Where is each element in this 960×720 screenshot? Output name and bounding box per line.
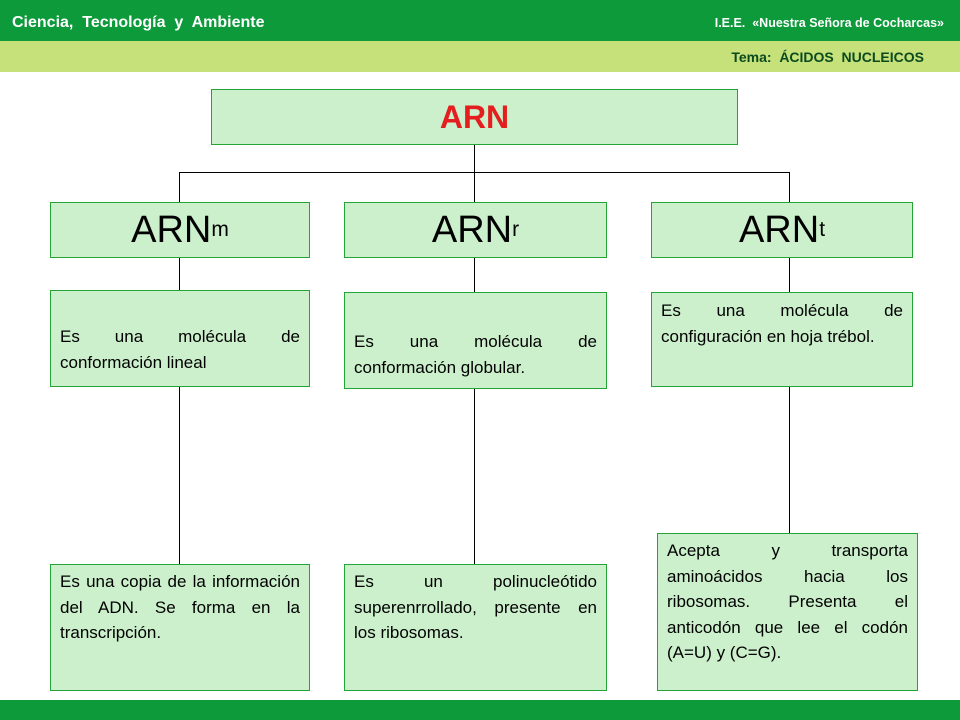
connector-arnt-structure — [789, 258, 790, 292]
arn-m-function: Es una copia de la información del ADN. … — [50, 564, 310, 691]
connector-to-arnr — [474, 172, 475, 202]
node-arn-r-subscript: r — [512, 218, 520, 241]
connector-arnt-function — [789, 387, 790, 533]
node-arn-m-label: ARN — [131, 208, 212, 251]
header-bar-right — [368, 0, 960, 41]
connector-arnr-structure — [474, 258, 475, 292]
arn-t-structure: Es una molécula de configuración en hoja… — [651, 292, 913, 387]
node-arn-t-label: ARN — [738, 208, 820, 251]
connector-horizontal — [179, 172, 790, 173]
connector-to-arnm — [179, 172, 180, 202]
root-node-arn: ARN — [211, 89, 738, 145]
connector-arnm-structure — [179, 258, 180, 290]
node-arn-t-subscript: t — [819, 218, 826, 241]
header-subbar — [0, 41, 960, 72]
header-bar-left — [0, 0, 368, 43]
arn-t-function: Acepta y transporta aminoácidos hacia lo… — [657, 533, 918, 691]
footer-bar — [0, 700, 960, 720]
arn-r-structure: Es una molécula de conformación globular… — [344, 292, 607, 389]
root-node-label: ARN — [439, 98, 510, 135]
node-arn-r-label: ARN — [431, 208, 513, 251]
subject-title: Ciencia, Tecnología y Ambiente — [12, 14, 265, 31]
connector-root-down — [474, 145, 475, 172]
arn-m-structure: Es una molécula de conformación lineal — [50, 290, 310, 387]
node-arn-m-subscript: m — [211, 218, 229, 241]
topic-title: Tema: ÁCIDOS NUCLEICOS — [731, 49, 924, 65]
school-name: I.E.E. «Nuestra Señora de Cocharcas» — [714, 16, 944, 30]
connector-arnm-function — [179, 387, 180, 564]
connector-to-arnt — [789, 172, 790, 202]
arn-r-function: Es un polinucleótido superenrrollado, pr… — [344, 564, 607, 691]
connector-arnr-function — [474, 389, 475, 564]
